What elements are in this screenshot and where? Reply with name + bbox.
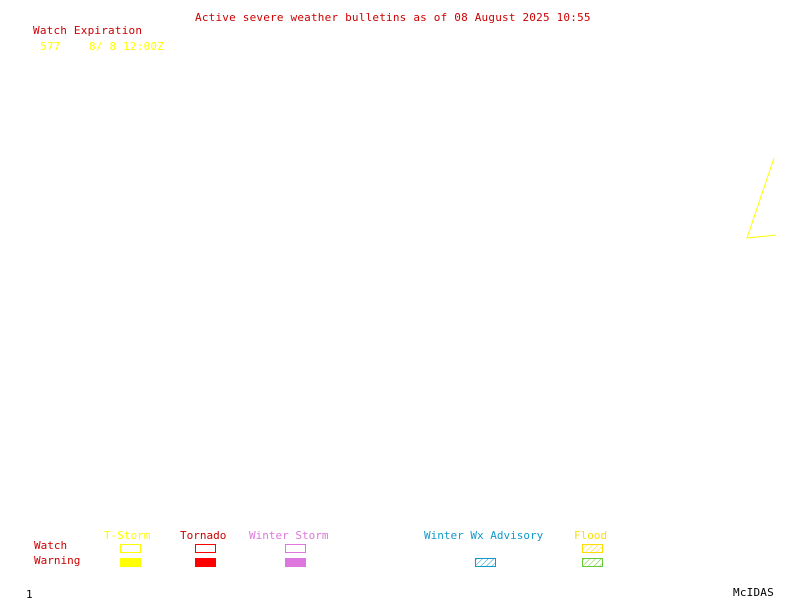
- legend-winter-storm-warning-swatch: [285, 558, 306, 567]
- legend-label-winter-advisory: Winter Wx Advisory: [424, 529, 544, 542]
- page-title: Active severe weather bulletins as of 08…: [195, 11, 591, 24]
- legend-tornado-warning-swatch: [195, 558, 216, 567]
- legend-flood-warning-swatch: [582, 558, 603, 567]
- watch-entry-expiration: 8/ 8 12:00Z: [89, 40, 165, 53]
- legend-winter-advisory-warning-swatch: [475, 558, 496, 567]
- legend-tornado-watch-swatch: [195, 544, 216, 553]
- watch-entry-number: 577: [40, 40, 61, 53]
- legend-row-warning: Warning: [34, 554, 81, 567]
- legend-row-watch: Watch: [34, 539, 68, 552]
- brand-label: McIDAS: [733, 586, 774, 599]
- legend-label-winter-storm: Winter Storm: [249, 529, 329, 542]
- legend-flood-watch-swatch: [582, 544, 603, 553]
- watch-list-heading: Watch Expiration: [33, 24, 143, 37]
- legend-tstorm-watch-swatch: [120, 544, 141, 553]
- legend-label-flood: Flood: [574, 529, 608, 542]
- legend-label-tstorm: T-Storm: [104, 529, 151, 542]
- legend-label-tornado: Tornado: [180, 529, 227, 542]
- watch-polygon-577: [746, 157, 777, 239]
- legend-winter-storm-watch-swatch: [285, 544, 306, 553]
- frame-number: 1: [26, 588, 33, 601]
- legend-tstorm-warning-swatch: [120, 558, 141, 567]
